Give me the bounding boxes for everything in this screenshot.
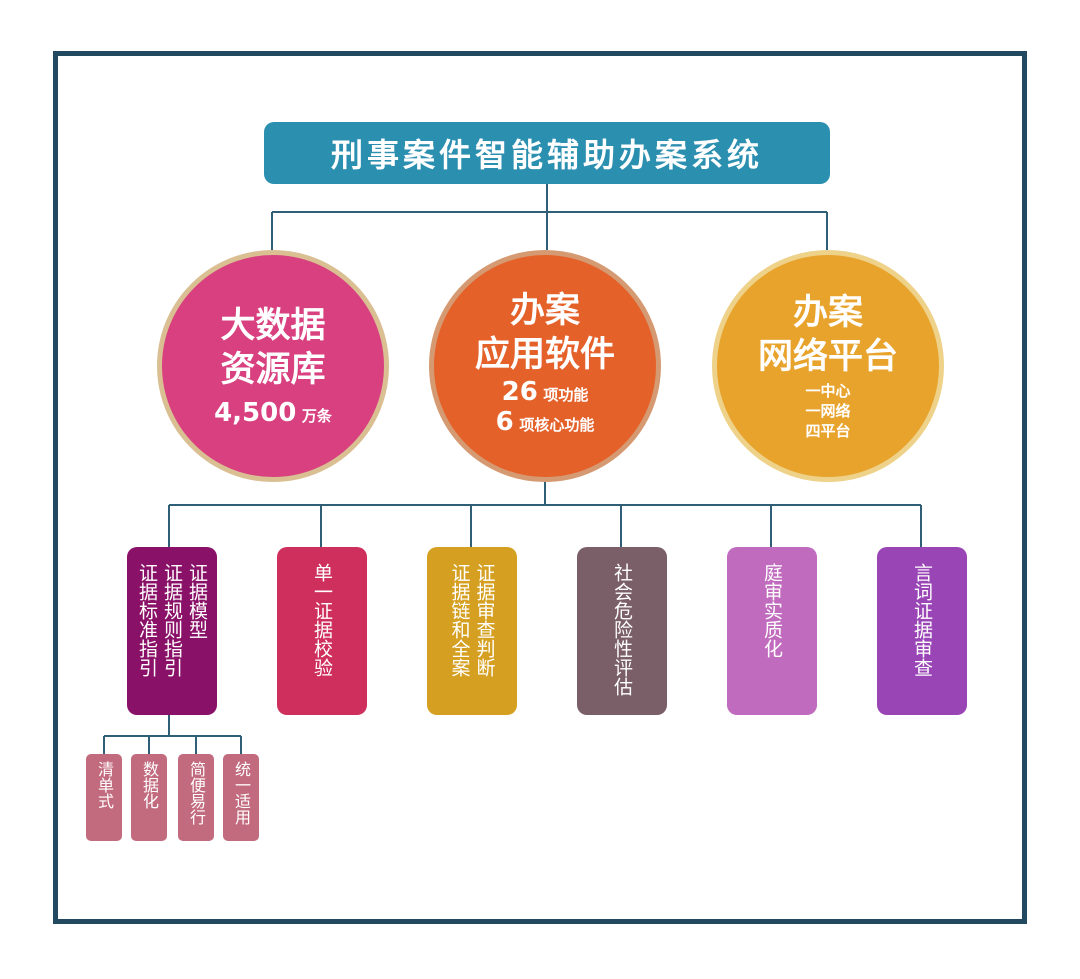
diagram-frame [53,51,1027,924]
system-title: 刑事案件智能辅助办案系统 [264,122,830,184]
platform-line1: 办案 [792,293,863,333]
big-data-number: 4,500 [214,398,297,428]
function-box-social-risk: 社会危险性评估 [577,547,667,715]
platform-line2: 网络平台 [757,337,898,377]
big-data-line1: 大数据 [220,306,326,346]
function-text: 证据审查判断 [473,563,496,677]
software-stat2: 6 项核心功能 [496,407,595,437]
function-text: 证据链和全案 [448,563,471,677]
big-data-unit: 万条 [301,407,332,425]
sub-item-data: 数据化 [131,754,167,841]
software-stat1-unit: 项功能 [543,386,589,404]
function-text: 庭审实质化 [761,563,783,658]
platform-sub2: 一网络 [805,402,851,420]
sub-item-text: 统一适用 [232,761,251,825]
big-data-circle: 大数据 资源库 4,500 万条 [157,250,389,482]
sub-item-simple: 简便易行 [178,754,214,841]
function-text: 言词证据审查 [911,563,933,677]
big-data-line2: 资源库 [220,350,326,390]
software-line1: 办案 [509,291,580,331]
platform-circle: 办案 网络平台 一中心 一网络 四平台 [712,250,944,482]
function-box-evidence-model: 证据模型 证据规则指引 证据标准指引 [127,547,217,715]
function-box-evidence-review: 证据审查判断 证据链和全案 [427,547,517,715]
sub-item-text: 清单式 [95,761,114,809]
function-text: 社会危险性评估 [611,563,633,696]
software-line2: 应用软件 [474,335,615,375]
function-text: 单一证据校验 [311,563,333,677]
software-stat1: 26 项功能 [502,377,589,407]
software-stat1-number: 26 [501,377,538,407]
sub-item-checklist: 清单式 [86,754,122,841]
function-text: 证据标准指引 [136,563,158,677]
software-circle: 办案 应用软件 26 项功能 6 项核心功能 [429,250,661,482]
function-text: 证据规则指引 [161,563,183,677]
function-text: 证据模型 [186,563,208,639]
function-box-trial: 庭审实质化 [727,547,817,715]
function-box-single-evidence: 单一证据校验 [277,547,367,715]
big-data-count: 4,500 万条 [214,398,332,428]
sub-item-text: 简便易行 [187,761,206,825]
platform-sub3: 四平台 [805,422,851,440]
software-stat2-number: 6 [495,407,514,437]
platform-sub1: 一中心 [805,382,851,400]
software-stat2-unit: 项核心功能 [519,416,595,434]
sub-item-unified: 统一适用 [223,754,259,841]
function-box-testimony: 言词证据审查 [877,547,967,715]
sub-item-text: 数据化 [140,761,159,809]
